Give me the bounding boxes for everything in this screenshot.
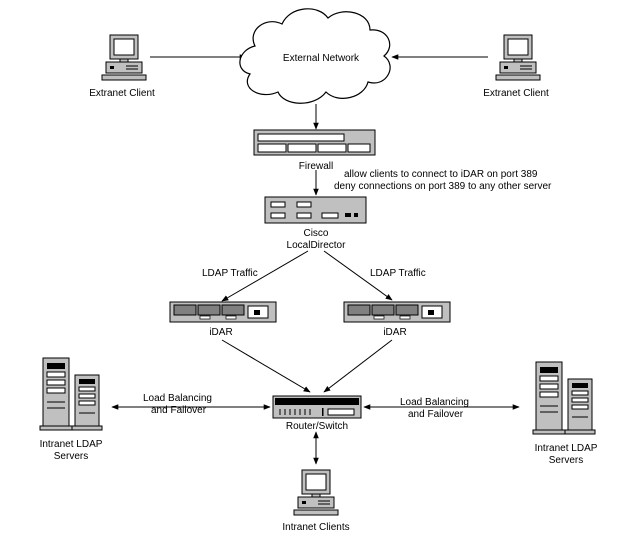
lb-left-line2: and Failover xyxy=(151,405,207,416)
desktop-computer-icon xyxy=(495,34,541,81)
firewall-note-allow: allow clients to connect to iDAR on port… xyxy=(344,169,538,180)
tower-server-icon xyxy=(532,361,596,435)
desktop-computer-icon xyxy=(101,34,147,81)
external-network-label: External Network xyxy=(283,53,360,64)
lb-left-line1: Load Balancing xyxy=(143,393,212,404)
firewall-note-deny: deny connections on port 389 to any othe… xyxy=(334,181,552,192)
intranet-clients-label: Intranet Clients xyxy=(282,522,349,533)
ldap-traffic-left-label: LDAP Traffic xyxy=(202,268,258,279)
edge-idar-right-to-router xyxy=(323,339,393,393)
router-switch-icon xyxy=(272,395,362,419)
edge-director-to-idar-left xyxy=(221,250,309,302)
servers-right-line2: Servers xyxy=(549,455,583,466)
lb-right-line1: Load Balancing xyxy=(400,397,469,408)
load-balancer-icon xyxy=(264,196,367,224)
server-rack-icon xyxy=(169,301,277,323)
router-switch-label: Router/Switch xyxy=(286,421,348,432)
servers-left-line2: Servers xyxy=(54,451,88,462)
cisco-label: Cisco xyxy=(303,228,328,239)
lb-right-line2: and Failover xyxy=(408,409,464,420)
edge-director-to-idar-right xyxy=(323,250,393,301)
extranet-client-right-label: Extranet Client xyxy=(483,88,549,99)
localdirector-label: LocalDirector xyxy=(287,240,347,251)
ldap-traffic-right-label: LDAP Traffic xyxy=(370,268,426,279)
servers-left-line1: Intranet LDAP xyxy=(40,439,103,450)
cloud-icon xyxy=(239,8,391,104)
firewall-label: Firewall xyxy=(299,161,333,172)
edge-idar-left-to-router xyxy=(221,339,311,393)
idar-left-label: iDAR xyxy=(209,327,232,338)
extranet-client-left-label: Extranet Client xyxy=(89,88,155,99)
idar-right-label: iDAR xyxy=(383,327,406,338)
tower-server-icon xyxy=(39,357,103,431)
firewall-icon xyxy=(253,129,376,156)
servers-right-line1: Intranet LDAP xyxy=(535,443,598,454)
server-rack-icon xyxy=(343,301,451,323)
desktop-computer-icon xyxy=(293,469,339,516)
